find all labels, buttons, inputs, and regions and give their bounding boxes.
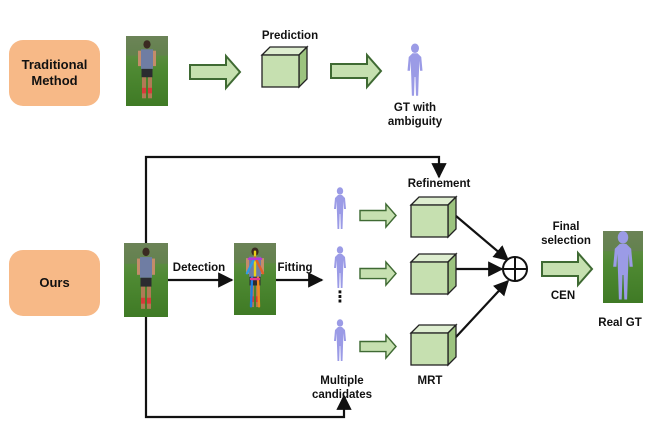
traditional-method-badge: Traditional Method [9,40,100,106]
gt-with-ambiguity-label: GT with ambiguity [387,102,443,128]
candidate-mesh-3 [334,319,346,361]
refine-top-to-sum-arrow [455,215,510,261]
prediction-label: Prediction [261,30,319,42]
fitting-label: Fitting [277,262,313,274]
detection-label: Detection [172,262,226,274]
block-arrow-candidate-2 [359,261,397,286]
refine-bottom-to-sum-arrow [455,279,510,338]
real-gt-label: Real GT [598,317,642,329]
ours-badge: Ours [9,250,100,316]
photo-detection-keypoints [234,243,276,315]
photo-input-ours [124,243,168,317]
bottom-skip-connection-arrow [144,317,352,419]
top-skip-connection-arrow [144,155,447,243]
refinement-cube-3 [410,324,457,366]
refinement-label: Refinement [407,178,471,190]
block-arrow-to-prediction [189,55,241,89]
multiple-candidates-label: Multiple candidates [311,375,373,401]
ellipsis-dots: ⋮ [332,289,348,306]
cen-label: CEN [550,290,576,302]
photo-input-traditional [126,36,168,106]
block-arrow-candidate-3 [359,334,397,359]
sum-operator-node [502,256,528,282]
block-arrow-to-gt [330,54,382,88]
refinement-cube-1 [410,196,457,238]
gt-ambiguity-mesh [407,43,423,96]
photo-real-gt [603,231,643,303]
refinement-cube-2 [410,253,457,295]
mrt-label: MRT [417,375,443,387]
prediction-cube [261,46,308,88]
candidate-mesh-2 [334,246,346,288]
ours-label: Ours [39,275,70,290]
candidate-mesh-1 [334,187,346,229]
block-arrow-candidate-1 [359,203,397,228]
final-selection-label: Final selection [541,221,591,247]
traditional-method-label: Traditional Method [21,57,88,88]
block-arrow-final-selection [541,252,593,286]
